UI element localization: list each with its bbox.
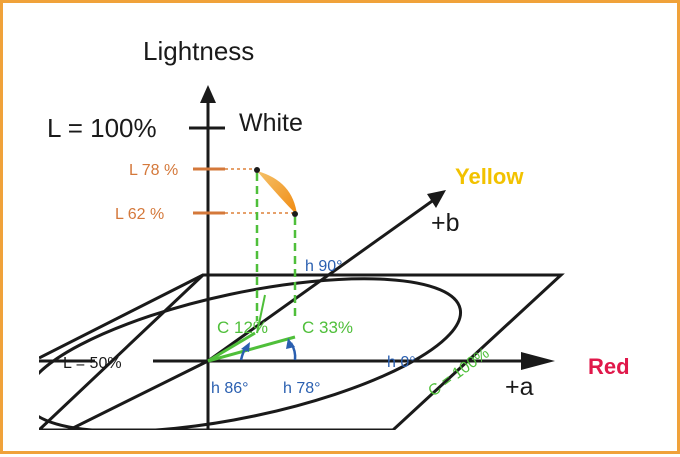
lightness-axis-arrowhead	[200, 85, 216, 103]
lightness-label: Lightness	[143, 36, 254, 66]
h78-label: h 78°	[283, 380, 321, 397]
white-label: White	[239, 109, 303, 137]
c33-vector	[207, 335, 296, 363]
b-axis	[207, 197, 436, 363]
l62-label: L 62 %	[115, 206, 164, 223]
c100-label: C = 100%	[425, 345, 492, 400]
h90-label: h 90°	[305, 258, 343, 275]
plane-left-edge	[39, 273, 204, 360]
chroma-plane	[39, 273, 565, 430]
chroma-100-ellipse	[39, 277, 463, 430]
l78-label: L 78 %	[129, 162, 178, 179]
c12-label: C 12%	[217, 318, 268, 337]
c12-vector	[207, 331, 256, 363]
h0-label: h 0°	[387, 354, 416, 371]
h86-label: h 86°	[211, 380, 249, 397]
red-label: Red	[588, 354, 630, 379]
minus-b-axis	[65, 359, 209, 430]
h78-arrowhead	[286, 338, 295, 349]
yellow-label: Yellow	[455, 164, 524, 189]
l62-point	[292, 211, 298, 217]
color-space-diagram: Lightness L = 100% White L 78 % L 62 % Y…	[39, 31, 630, 430]
a-axis-arrowhead	[521, 352, 555, 370]
l78-point	[254, 167, 260, 173]
color-range-arc	[257, 171, 297, 215]
lightness-label-box	[131, 31, 281, 71]
c33-label: C 33%	[302, 318, 353, 337]
plus-b-label: +b	[431, 209, 460, 237]
l50-label: L = 50%	[63, 355, 122, 372]
c12-tick	[256, 294, 266, 334]
b-axis-arrowhead	[427, 190, 446, 208]
l100-label: L = 100%	[47, 113, 157, 143]
h86-arrowhead	[241, 342, 250, 352]
plus-a-label: +a	[505, 373, 534, 401]
